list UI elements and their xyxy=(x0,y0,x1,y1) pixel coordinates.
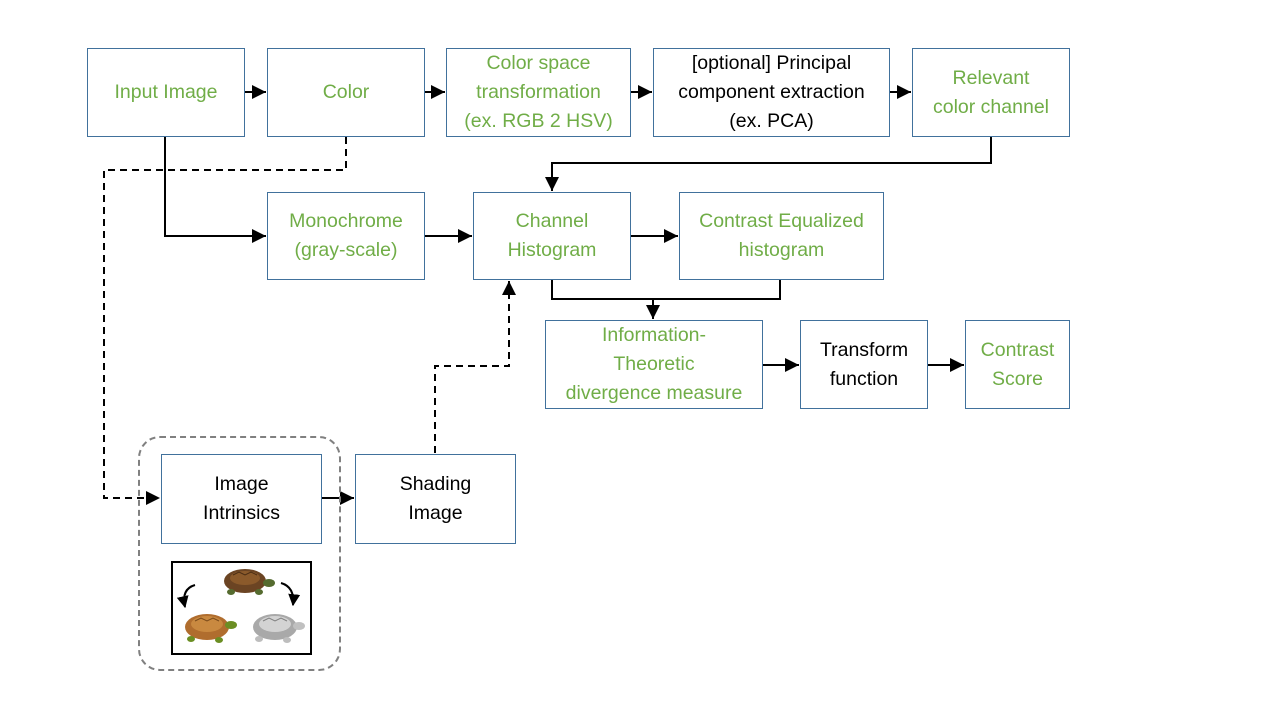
node-channel-histogram: Channel Histogram xyxy=(473,192,631,280)
node-monochrome: Monochrome (gray-scale) xyxy=(267,192,425,280)
curve-arrow-left xyxy=(176,584,196,609)
node-image-intrinsics: Image Intrinsics xyxy=(161,454,322,544)
intrinsic-decomposition-illustration xyxy=(171,561,312,655)
arrow-histogram-merge xyxy=(551,280,653,300)
node-information-theoretic-divergence: Information- Theoretic divergence measur… xyxy=(545,320,763,409)
turtle-shading-icon xyxy=(253,614,305,643)
turtle-icons xyxy=(176,569,305,643)
turtle-original-icon xyxy=(224,569,275,595)
node-transform-function: Transform function xyxy=(800,320,928,409)
arrow-input-to-monochrome xyxy=(164,137,266,243)
node-contrast-score: Contrast Score xyxy=(965,320,1070,409)
curve-arrow-right xyxy=(280,582,301,607)
arrow-relevant-to-histogram xyxy=(545,137,992,191)
node-input-image: Input Image xyxy=(87,48,245,137)
intrinsics-group-outline xyxy=(138,436,341,671)
node-color-space-transformation: Color space transformation (ex. RGB 2 HS… xyxy=(446,48,631,137)
node-relevant-color-channel: Relevant color channel xyxy=(912,48,1070,137)
arrow-equalized-merge xyxy=(653,280,781,300)
node-shading-image: Shading Image xyxy=(355,454,516,544)
turtle-reflectance-icon xyxy=(185,614,237,643)
node-color: Color xyxy=(267,48,425,137)
node-contrast-equalized-histogram: Contrast Equalized histogram xyxy=(679,192,884,280)
node-principal-component-extraction: [optional] Principal component extractio… xyxy=(653,48,890,137)
dashed-shading-to-histogram xyxy=(434,281,516,453)
